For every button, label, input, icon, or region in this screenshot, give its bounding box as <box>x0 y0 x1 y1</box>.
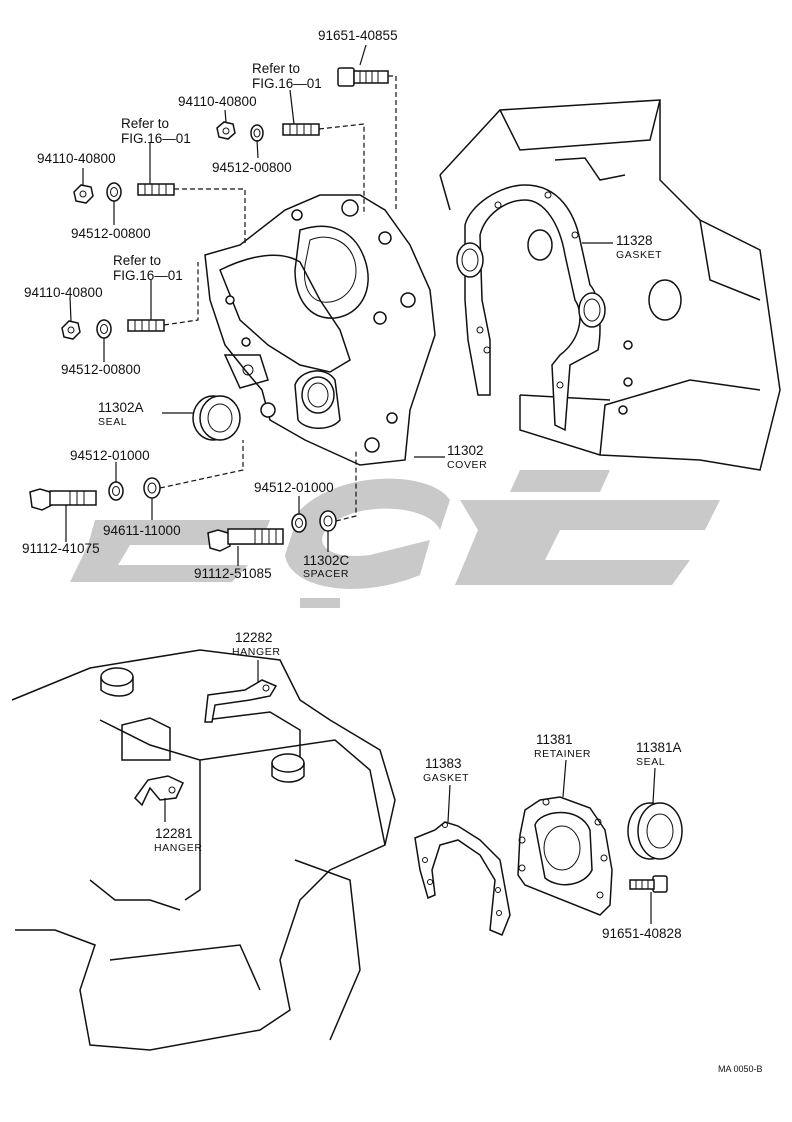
washer-94512-01000-a <box>108 481 124 501</box>
label-hanger-12282: HANGER <box>232 646 281 658</box>
label-94110-40800-a: 94110-40800 <box>178 94 257 109</box>
engine-block-upper-right <box>439 99 781 471</box>
label-fig-1: FIG.16—01 <box>252 76 322 91</box>
assembly-dashed-lines <box>159 75 397 522</box>
watermark-logo <box>70 470 720 608</box>
bolt-91112-41075 <box>29 488 97 511</box>
stud-lower <box>127 319 165 332</box>
label-11381A: 11381A <box>636 740 682 755</box>
rear-gasket-11383 <box>414 821 511 936</box>
label-seal-11302A: SEAL <box>98 416 127 428</box>
timing-cover-11302 <box>204 194 436 466</box>
label-11302: 11302 <box>447 443 484 458</box>
label-94611-11000: 94611-11000 <box>103 523 181 538</box>
stud-upper <box>282 123 320 136</box>
label-11381: 11381 <box>536 732 573 747</box>
nut-94110-40800-a <box>216 121 236 140</box>
nut-94110-40800-b <box>73 184 94 204</box>
rear-retainer-11381 <box>517 796 613 916</box>
label-hanger-12281: HANGER <box>154 842 203 854</box>
label-12282: 12282 <box>235 630 273 645</box>
label-94512-00800-c: 94512-00800 <box>61 362 141 377</box>
label-91651-40855: 91651-40855 <box>318 28 398 43</box>
label-11302C: 11302C <box>303 553 350 568</box>
label-94110-40800-c: 94110-40800 <box>24 285 103 300</box>
label-91651-40828: 91651-40828 <box>602 926 682 941</box>
nut-94110-40800-c <box>61 320 81 340</box>
label-94512-01000-a: 94512-01000 <box>70 448 150 463</box>
figure-code: MA 0050-B <box>718 1064 763 1074</box>
front-seal-11302A <box>192 395 241 441</box>
stud-middle <box>137 183 175 196</box>
hanger-12282 <box>204 679 278 723</box>
label-94110-40800-b: 94110-40800 <box>37 151 116 166</box>
label-refer-to-2: Refer to <box>121 116 169 131</box>
label-fig-3: FIG.16—01 <box>113 268 183 283</box>
label-11302A: 11302A <box>98 400 144 415</box>
label-seal-11381A: SEAL <box>636 756 665 768</box>
labels: 91651-40855 Refer to FIG.16—01 94110-408… <box>22 28 763 1074</box>
leader-lines <box>65 44 656 924</box>
washer-94512-00800-b <box>106 182 122 202</box>
label-94512-01000-b: 94512-01000 <box>254 480 334 495</box>
label-cover-11302: COVER <box>447 459 487 471</box>
label-gasket-11328: GASKET <box>616 249 662 261</box>
label-refer-to-3: Refer to <box>113 253 161 268</box>
timing-gasket-11328 <box>456 184 606 432</box>
label-11328: 11328 <box>616 233 653 248</box>
label-spacer-11302C: SPACER <box>303 568 349 580</box>
bolt-91112-51085 <box>207 528 284 552</box>
label-fig-2: FIG.16—01 <box>121 131 191 146</box>
bolt-91651-40855 <box>337 67 389 87</box>
washer-94611-11000 <box>143 477 161 499</box>
washer-94512-00800-c <box>96 319 112 339</box>
spacer-11302C <box>319 510 337 532</box>
label-91112-41075: 91112-41075 <box>22 541 100 556</box>
rear-seal-11381A <box>627 802 683 860</box>
engine-block-lower-left <box>11 649 396 1051</box>
label-retainer-11381: RETAINER <box>534 748 591 760</box>
label-gasket-11383: GASKET <box>423 772 469 784</box>
label-11383: 11383 <box>425 756 462 771</box>
label-refer-to-1: Refer to <box>252 61 300 76</box>
label-94512-00800-a: 94512-00800 <box>212 160 292 175</box>
washer-94512-01000-b <box>291 513 307 533</box>
washer-94512-00800-a <box>250 124 264 142</box>
label-12281: 12281 <box>155 826 193 841</box>
hanger-12281 <box>134 775 184 807</box>
label-91112-51085: 91112-51085 <box>194 566 272 581</box>
bolt-91651-40828 <box>629 875 668 893</box>
label-94512-00800-b: 94512-00800 <box>71 226 151 241</box>
